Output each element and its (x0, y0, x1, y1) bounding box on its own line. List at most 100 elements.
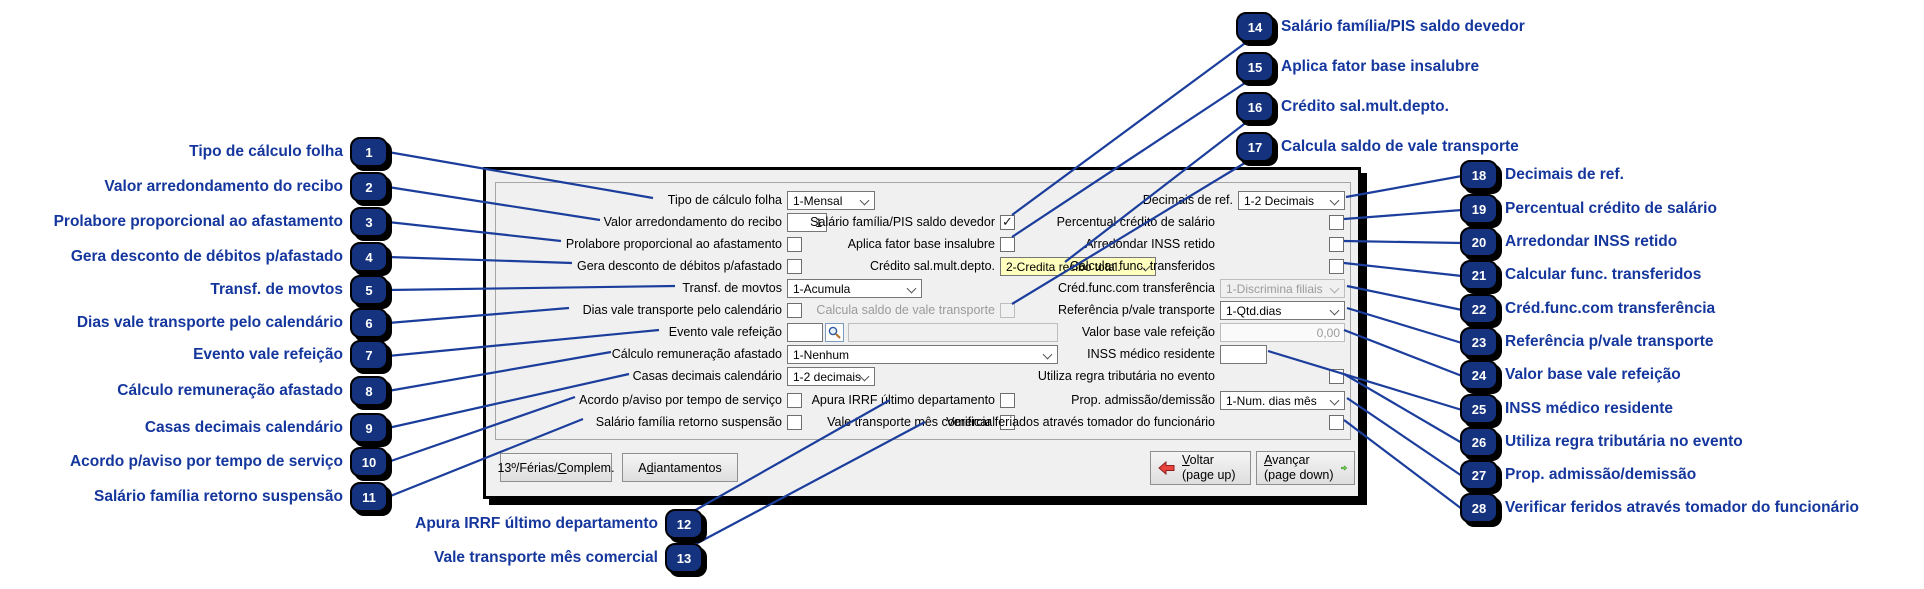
chevron-down-icon (1042, 349, 1053, 360)
field-label: Evento vale refeição (668, 325, 782, 339)
vale-transporte-mes-checkbox[interactable] (1000, 415, 1015, 430)
callout-badge: 4 (350, 242, 388, 272)
field-label: Apura IRRF último departamento (811, 393, 995, 407)
payroll-config-dialog: Tipo de cálculo folha 1-Mensal Decimais … (483, 167, 1361, 499)
salario-retorno-checkbox[interactable] (787, 415, 802, 430)
callout-badge: 10 (350, 447, 388, 477)
inss-medico-residente-input[interactable] (1220, 345, 1267, 364)
field-label: Acordo p/aviso por tempo de serviço (579, 393, 782, 407)
percentual-credito-checkbox[interactable] (1329, 215, 1344, 230)
calcula-saldo-vt-checkbox (1000, 303, 1015, 318)
field-label: Valor base vale refeição (1081, 325, 1215, 339)
field-label: Percentual crédito de salário (1056, 215, 1215, 229)
chevron-down-icon (1329, 395, 1340, 406)
callout-badge: 15 (1236, 52, 1274, 82)
prolabore-checkbox[interactable] (787, 237, 802, 252)
field-label: Casas decimais calendário (632, 369, 782, 383)
referencia-vale-transporte-select[interactable]: 1-Qtd.dias (1220, 301, 1345, 320)
evento-vale-refeicao-input[interactable] (787, 323, 823, 342)
field-label: Decimais de ref. (1142, 193, 1233, 207)
callout-badge: 27 (1460, 460, 1498, 490)
field-label: Transf. de movtos (682, 281, 782, 295)
callout-badge: 26 (1460, 427, 1498, 457)
field-label: Utiliza regra tributária no evento (1037, 369, 1215, 383)
salario-pis-checkbox[interactable]: ✓ (1000, 215, 1015, 230)
callout-badge: 22 (1460, 294, 1498, 324)
field-label: Dias vale transporte pelo calendário (582, 303, 782, 317)
field-label: Salário família retorno suspensão (595, 415, 782, 429)
arredondar-inss-checkbox[interactable] (1329, 237, 1344, 252)
chevron-down-icon (906, 283, 917, 294)
callout-badge: 20 (1460, 227, 1498, 257)
avancar-button[interactable]: Avançar(page down) (1256, 451, 1355, 485)
valor-arredondamento-input[interactable]: 1 (787, 213, 827, 232)
field-label: Calcular func. transferidos (1069, 259, 1215, 273)
callout-badge: 28 (1460, 493, 1498, 523)
chevron-down-icon (859, 371, 870, 382)
utiliza-regra-checkbox[interactable] (1329, 369, 1344, 384)
callout-badge: 17 (1236, 132, 1274, 162)
apura-irrf-checkbox[interactable] (1000, 393, 1015, 408)
callout-badge: 2 (350, 172, 388, 202)
field-label: Prolabore proporcional ao afastamento (565, 237, 782, 251)
dias-vale-transporte-checkbox[interactable] (787, 303, 802, 318)
gera-desconto-checkbox[interactable] (787, 259, 802, 274)
cred-func-transferencia-select: 1-Discrimina filiais (1220, 279, 1345, 298)
chevron-down-icon (1329, 283, 1340, 294)
acordo-aviso-checkbox[interactable] (787, 393, 802, 408)
field-label: INSS médico residente (1087, 347, 1215, 361)
callout-badge: 16 (1236, 92, 1274, 122)
callout-badge: 25 (1460, 394, 1498, 424)
callout-badge: 1 (350, 137, 388, 167)
voltar-button[interactable]: Voltar(page up) (1150, 451, 1251, 485)
field-label: Cálculo remuneração afastado (611, 347, 782, 361)
callout-badge: 5 (350, 275, 388, 305)
calculo-remuneracao-afastado-select[interactable]: 1-Nenhum (787, 345, 1058, 364)
adiantamentos-button[interactable]: Adiantamentos (622, 453, 738, 482)
tipo-calculo-folha-select[interactable]: 1-Mensal (787, 191, 875, 210)
field-label: Aplica fator base insalubre (847, 237, 995, 251)
callout-badge: 14 (1236, 12, 1274, 42)
field-label: Créd.func.com transferência (1057, 281, 1215, 295)
transf-movtos-select[interactable]: 1-Acumula (787, 279, 922, 298)
calcular-func-checkbox[interactable] (1329, 259, 1344, 274)
aplica-fator-checkbox[interactable] (1000, 237, 1015, 252)
prop-admissao-demissao-select[interactable]: 1-Num. dias mês (1220, 391, 1345, 410)
ferias-complem-button[interactable]: 13º/Férias/Complem. (497, 453, 615, 482)
callout-badge: 21 (1460, 260, 1498, 290)
callout-badge: 6 (350, 308, 388, 338)
decimais-ref-select[interactable]: 1-2 Decimais (1238, 191, 1345, 210)
callout-badge: 18 (1460, 160, 1498, 190)
chevron-down-icon (859, 195, 870, 206)
callout-badge: 13 (665, 543, 703, 573)
verificar-feriados-checkbox[interactable] (1329, 415, 1344, 430)
chevron-down-icon (1329, 195, 1340, 206)
field-label: Valor arredondamento do recibo (603, 215, 782, 229)
field-label: Salário família/PIS saldo devedor (810, 215, 995, 229)
evento-lookup-button[interactable] (825, 323, 844, 342)
callout-badge: 8 (350, 376, 388, 406)
casas-decimais-select[interactable]: 1-2 decimais (787, 367, 875, 386)
callout-badge: 12 (665, 509, 703, 539)
valor-base-vale-refeicao-input[interactable]: 0,00 (1220, 323, 1345, 342)
